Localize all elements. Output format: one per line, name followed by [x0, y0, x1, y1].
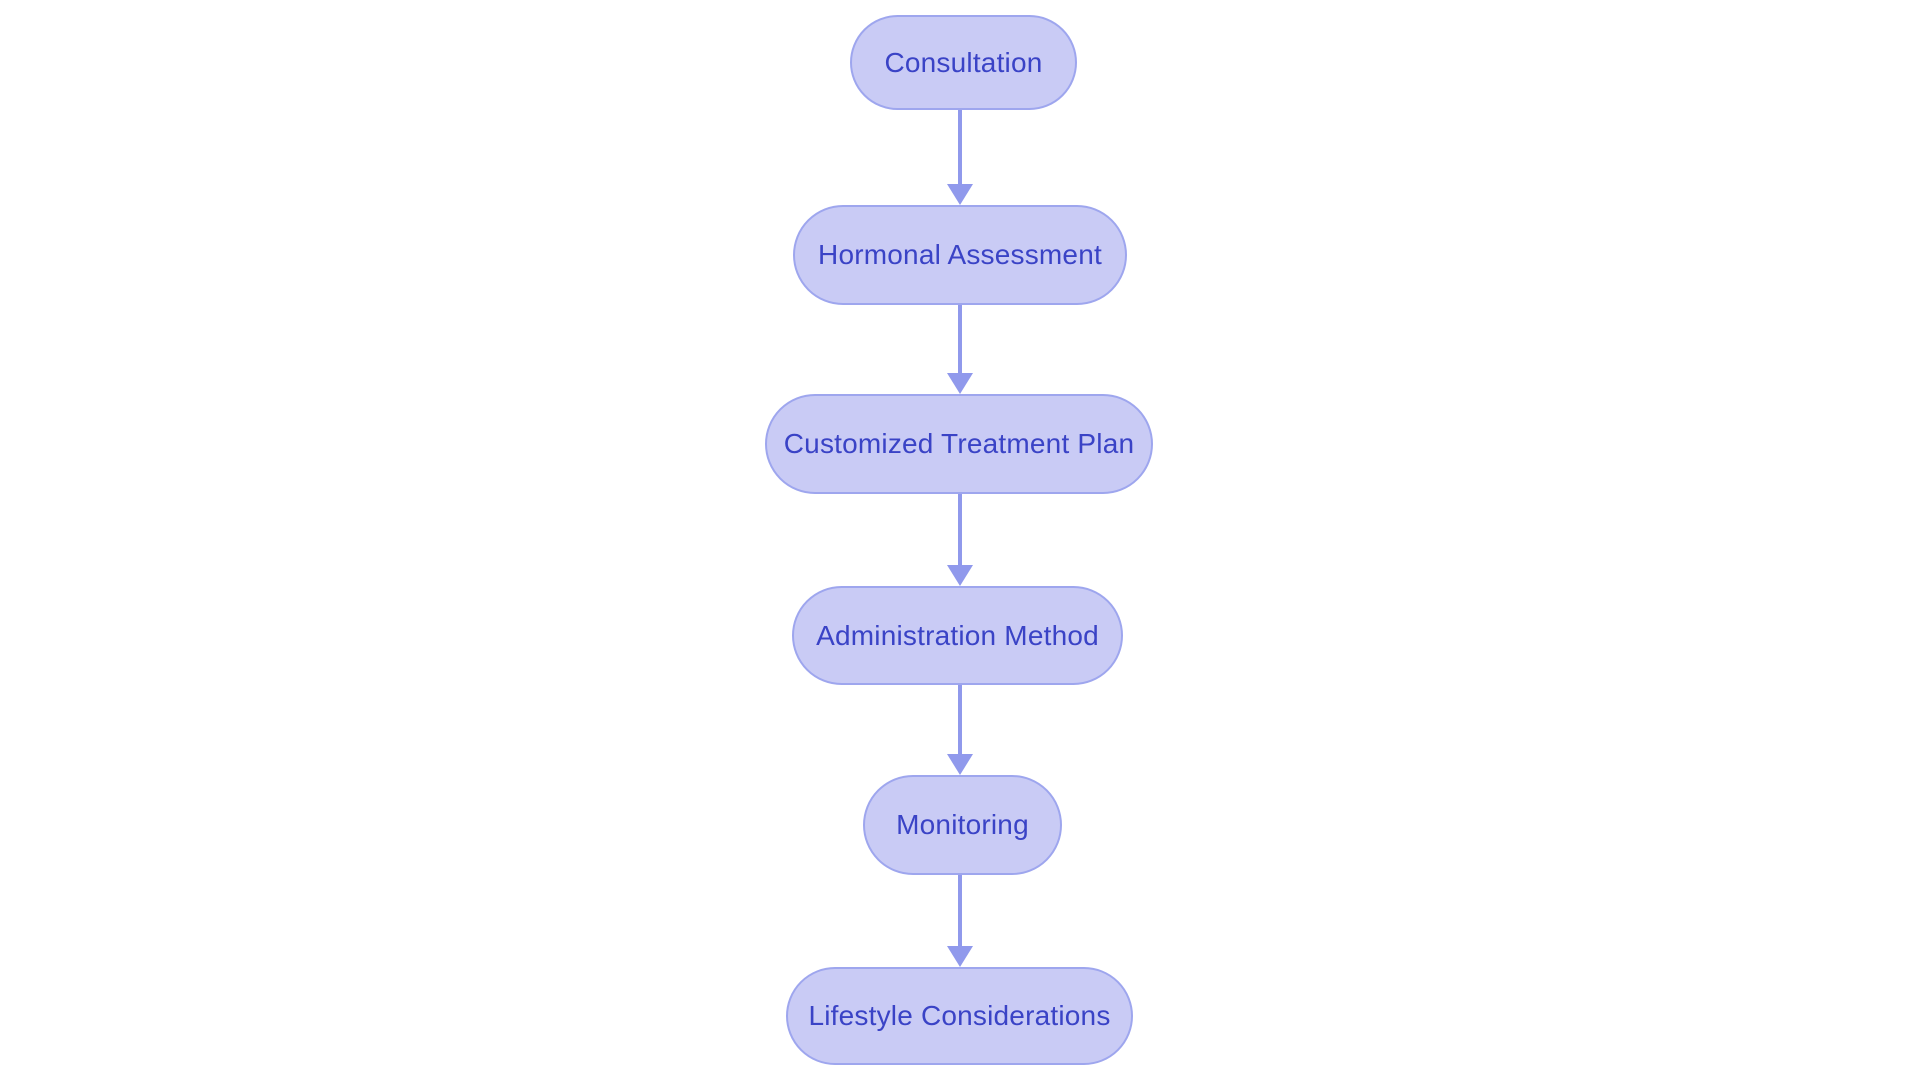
- flow-node-label: Customized Treatment Plan: [783, 428, 1135, 459]
- flow-node-label: Lifestyle Considerations: [808, 1000, 1111, 1031]
- arrowhead-down-icon: [947, 565, 973, 586]
- arrow-line: [958, 685, 962, 754]
- arrow-hormonal-assessment-to-customized-treatment-plan: [947, 305, 973, 394]
- flow-node-hormonal-assessment: Hormonal Assessment: [793, 205, 1127, 305]
- flow-node-administration-method: Administration Method: [792, 586, 1123, 685]
- arrow-monitoring-to-lifestyle-considerations: [947, 875, 973, 967]
- arrowhead-down-icon: [947, 184, 973, 205]
- arrow-administration-method-to-monitoring: [947, 685, 973, 775]
- arrow-consultation-to-hormonal-assessment: [947, 110, 973, 205]
- arrow-line: [958, 110, 962, 184]
- arrow-line: [958, 875, 962, 946]
- flow-node-monitoring: Monitoring: [863, 775, 1062, 875]
- flow-node-label: Hormonal Assessment: [818, 239, 1102, 270]
- flow-node-lifestyle-considerations: Lifestyle Considerations: [786, 967, 1133, 1065]
- arrowhead-down-icon: [947, 754, 973, 775]
- flow-node-customized-treatment-plan: Customized Treatment Plan: [765, 394, 1153, 494]
- flow-node-label: Monitoring: [896, 809, 1029, 840]
- arrowhead-down-icon: [947, 373, 973, 394]
- arrow-line: [958, 305, 962, 373]
- arrowhead-down-icon: [947, 946, 973, 967]
- arrow-line: [958, 494, 962, 565]
- flow-node-consultation: Consultation: [850, 15, 1077, 110]
- flow-node-label: Administration Method: [816, 619, 1099, 651]
- arrow-customized-treatment-plan-to-administration-method: [947, 494, 973, 586]
- flow-node-label: Consultation: [884, 46, 1043, 78]
